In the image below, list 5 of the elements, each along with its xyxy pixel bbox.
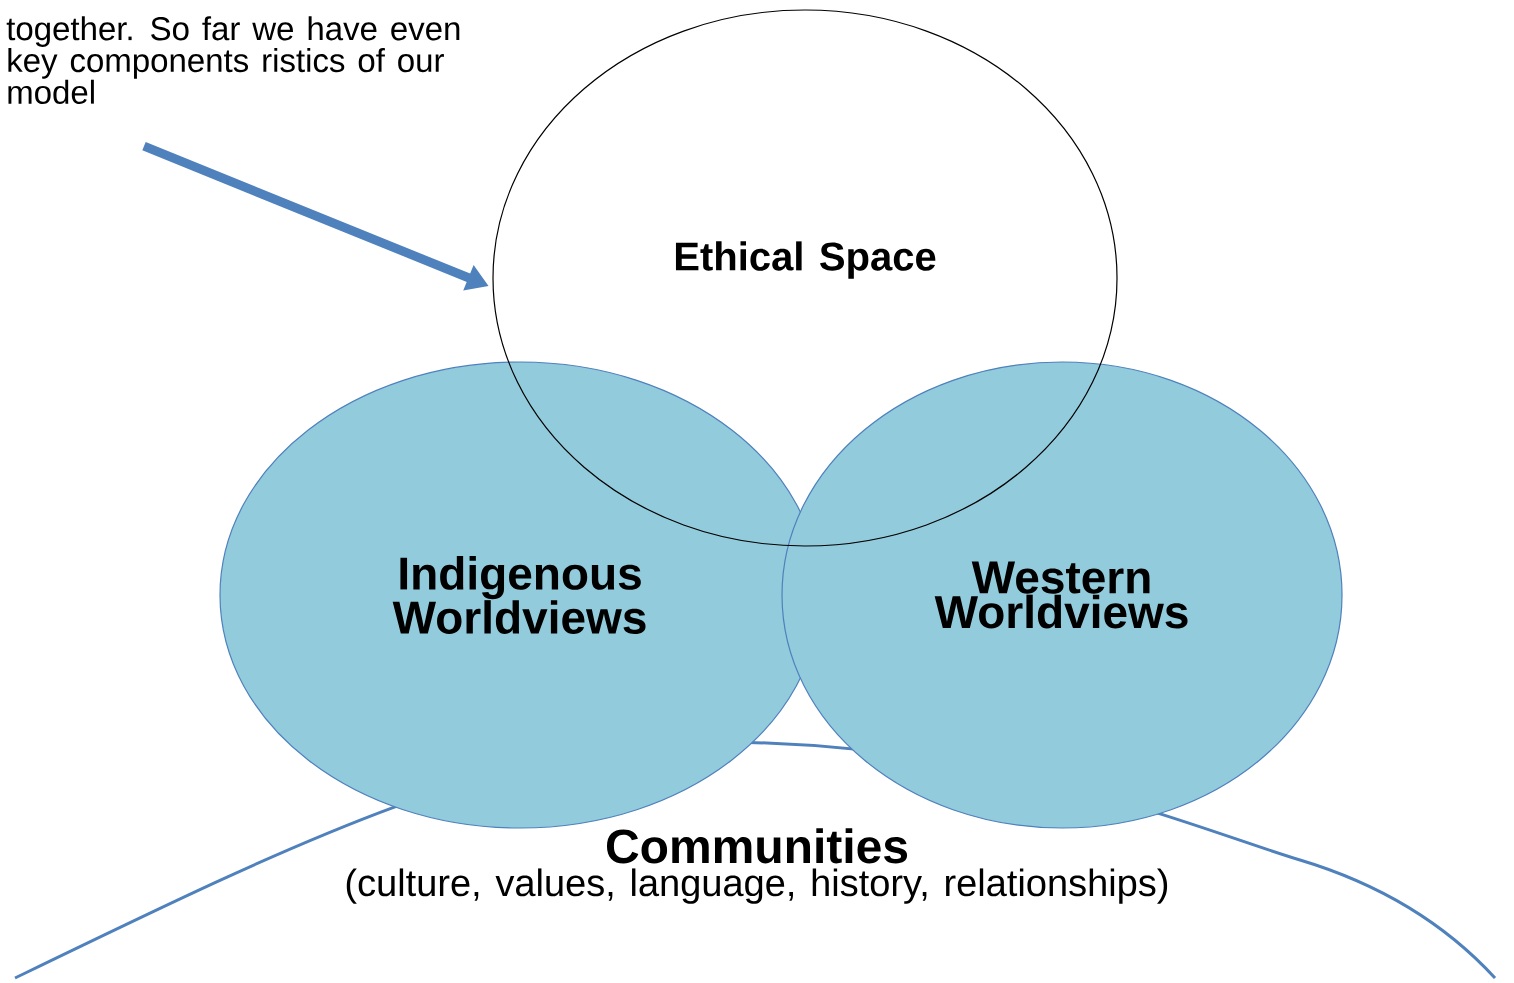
ellipse-label: Indigenous Worldviews: [392, 556, 646, 634]
hill-label: Communities (culture, values, language, history, relationships): [346, 828, 1168, 904]
ellipse-label: Ethical Space: [675, 241, 936, 279]
ellipse-label: Western Worldviews: [934, 561, 1188, 629]
note-text: together. So far we have even key components ristics of our model: [6, 16, 460, 104]
